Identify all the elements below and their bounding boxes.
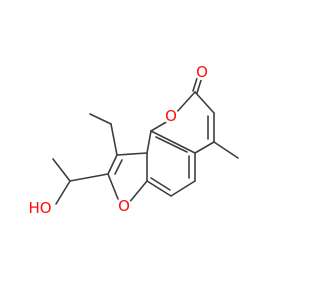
bond-c2-olactone xyxy=(175,91,196,114)
bond-c9-choh xyxy=(69,173,109,182)
atom-hydroxyl: HO xyxy=(26,199,54,217)
atom-o-carbonyl-label: O xyxy=(196,63,208,81)
bond-ethyl-ch2-ch3 xyxy=(89,113,112,125)
atom-hydroxyl-label: HO xyxy=(28,199,51,217)
bond-c2-c3 xyxy=(194,91,215,114)
atom-o-lactone: O xyxy=(163,107,179,125)
bond-choh-ch3 xyxy=(52,158,71,182)
bond-c6-c7 xyxy=(146,180,172,197)
bond-c7a-c8a xyxy=(146,130,152,154)
bond-c6-c7-inner xyxy=(150,177,171,191)
bonds xyxy=(52,71,239,205)
bond-c4-methyl xyxy=(213,141,239,159)
atom-o-furan-label: O xyxy=(118,197,130,215)
bond-c8a-c4a-inner xyxy=(155,136,188,153)
bond-c8-c9 xyxy=(107,154,118,175)
atom-o-carbonyl: O xyxy=(194,63,210,81)
bond-c8-c9-inner xyxy=(114,159,123,175)
bond-c8a-c4a xyxy=(150,130,196,154)
bond-ofuran-c7 xyxy=(127,180,148,205)
bond-c5-c6 xyxy=(170,180,196,197)
atom-labels: O O O HO xyxy=(26,63,210,217)
bond-choh-oh xyxy=(55,180,71,205)
molecule-structure-diagram: O O O HO xyxy=(26,63,239,217)
bond-c8-ethyl-ch2 xyxy=(110,123,118,156)
atom-o-furan: O xyxy=(116,197,132,215)
bond-olactone-c8a xyxy=(150,120,169,132)
bond-c9-ofuran xyxy=(107,173,119,200)
bond-c4-c4a xyxy=(194,141,215,154)
bond-c7a-c8 xyxy=(116,152,148,156)
atom-o-lactone-label: O xyxy=(165,107,177,125)
